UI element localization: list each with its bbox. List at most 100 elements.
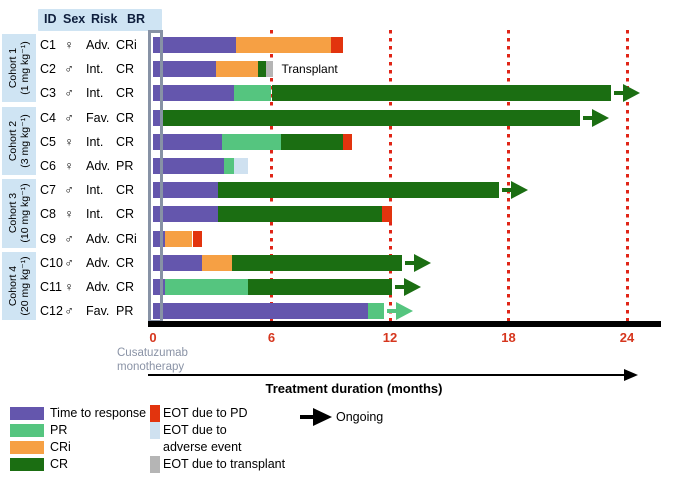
bar-segment-time_to_response xyxy=(153,133,223,150)
column-header-id: ID xyxy=(44,12,57,26)
patient-sex: ♀ xyxy=(64,280,74,294)
ongoing-arrow-head-icon xyxy=(403,278,421,296)
bar-segment-cr xyxy=(281,133,343,150)
legend-swatch-icon xyxy=(10,441,44,454)
bar-annotation: Transplant xyxy=(281,62,338,77)
patient-br: PR xyxy=(116,304,134,319)
bar-segment-time_to_response xyxy=(153,254,203,271)
patient-risk: Adv. xyxy=(86,159,111,173)
patient-br: CR xyxy=(116,86,135,101)
patient-br: CR xyxy=(116,255,135,270)
legend-label: CRi xyxy=(50,440,71,454)
column-header-br: BR xyxy=(127,12,146,26)
x-tick-6: 6 xyxy=(267,330,276,345)
phase-label: Cusatuzumab monotherapy xyxy=(117,347,188,374)
patient-br: CR xyxy=(116,110,135,125)
patient-id: C2 xyxy=(40,62,56,77)
ongoing-arrow-shaft-icon xyxy=(582,115,593,120)
gridline-month-12 xyxy=(388,30,392,321)
x-tick-18: 18 xyxy=(501,330,516,345)
patient-id: C7 xyxy=(40,183,56,198)
bar-segment-cri xyxy=(164,230,193,247)
bar-segment-eot_transplant xyxy=(265,61,274,78)
bar-segment-time_to_response xyxy=(153,37,236,53)
patient-sex: ♀ xyxy=(64,134,74,149)
bar-segment-time_to_response xyxy=(153,85,234,102)
ongoing-arrow-shaft-icon xyxy=(614,91,625,96)
legend-swatch-icon xyxy=(10,407,44,420)
legend-label: PR xyxy=(50,423,68,437)
patient-risk: Int. xyxy=(86,207,104,222)
patient-id: C3 xyxy=(40,86,56,101)
ongoing-arrow-head-icon xyxy=(413,253,431,272)
cohort-label: Cohort 4(20 mg kg⁻¹) xyxy=(7,256,31,316)
patient-sex: ♂ xyxy=(64,183,74,198)
patient-sex: ♂ xyxy=(64,110,74,125)
monotherapy-period-rail xyxy=(148,30,163,323)
legend-swatch-icon xyxy=(10,424,44,437)
patient-sex: ♂ xyxy=(64,231,74,246)
patient-br: CR xyxy=(116,183,135,198)
patient-sex: ♂ xyxy=(64,304,74,319)
patient-br: CRi xyxy=(116,231,137,246)
patient-risk: Int. xyxy=(86,183,104,198)
ongoing-arrow-shaft-icon xyxy=(387,309,398,314)
patient-br: CR xyxy=(116,280,135,294)
bar-segment-cr xyxy=(271,85,612,102)
bar-segment-eot_pd xyxy=(382,206,392,223)
patient-sex: ♂ xyxy=(64,255,74,270)
bar-segment-eot_pd xyxy=(192,230,203,247)
x-tick-0: 0 xyxy=(149,330,157,345)
patient-id: C6 xyxy=(40,159,56,173)
patient-risk: Int. xyxy=(86,134,104,149)
ongoing-arrow-head-icon xyxy=(510,181,528,200)
bar-segment-cri xyxy=(235,37,331,53)
bar-segment-time_to_response xyxy=(153,158,225,174)
column-header-sex: Sex xyxy=(63,12,86,26)
legend-label: EOT due to PD xyxy=(163,406,248,420)
patient-risk: Fav. xyxy=(86,304,110,319)
legend-label: CR xyxy=(50,457,69,471)
patient-id: C11 xyxy=(40,280,63,294)
phase-label-line1: Cusatuzumab xyxy=(117,347,188,359)
cohort-label: Cohort 1(1 mg kg⁻¹) xyxy=(7,41,31,95)
bar-segment-time_to_response xyxy=(153,109,163,126)
patient-risk: Adv. xyxy=(86,255,111,270)
duration-arrow-head-icon xyxy=(624,369,638,381)
legend-label: EOT due to transplant xyxy=(163,457,286,471)
cohort-block-3: Cohort 3(10 mg kg⁻¹) xyxy=(2,179,36,248)
patient-id: C1 xyxy=(40,38,56,52)
legend-swatch-icon xyxy=(150,405,160,422)
ongoing-arrow-shaft-icon xyxy=(404,260,415,265)
cohort-block-1: Cohort 1(1 mg kg⁻¹) xyxy=(2,34,36,103)
bar-segment-eot_ae xyxy=(233,158,248,174)
bar-segment-cr xyxy=(218,182,499,199)
legend-label: EOT due to xyxy=(163,423,227,437)
column-header-risk: Risk xyxy=(91,12,118,26)
patient-sex: ♀ xyxy=(64,207,74,222)
patient-sex: ♂ xyxy=(64,86,74,101)
patient-id: C8 xyxy=(40,207,56,222)
legend-swatch-icon xyxy=(10,458,44,471)
legend-ongoing-label: Ongoing xyxy=(336,410,384,424)
patient-br: CR xyxy=(116,62,135,77)
ongoing-arrow-head-icon xyxy=(396,302,414,321)
patient-br: PR xyxy=(116,159,134,173)
patient-id: C10 xyxy=(40,255,63,270)
gridline-month-18 xyxy=(507,30,510,321)
bar-segment-time_to_response xyxy=(153,206,219,223)
bar-segment-pr xyxy=(368,303,385,320)
legend-swatch-icon xyxy=(150,422,160,439)
duration-arrow-line xyxy=(148,374,626,376)
bar-segment-cr xyxy=(257,61,266,78)
patient-risk: Int. xyxy=(86,86,104,101)
patient-br: CRi xyxy=(116,38,137,52)
gridline-month-24 xyxy=(625,30,629,321)
ongoing-arrow-shaft-icon xyxy=(300,415,315,419)
ongoing-arrow-head-icon xyxy=(313,408,332,426)
bar-segment-time_to_response xyxy=(153,61,217,78)
bar-segment-eot_pd xyxy=(342,133,353,150)
patient-br: CR xyxy=(116,207,135,222)
cohort-label: Cohort 3(10 mg kg⁻¹) xyxy=(7,183,31,243)
